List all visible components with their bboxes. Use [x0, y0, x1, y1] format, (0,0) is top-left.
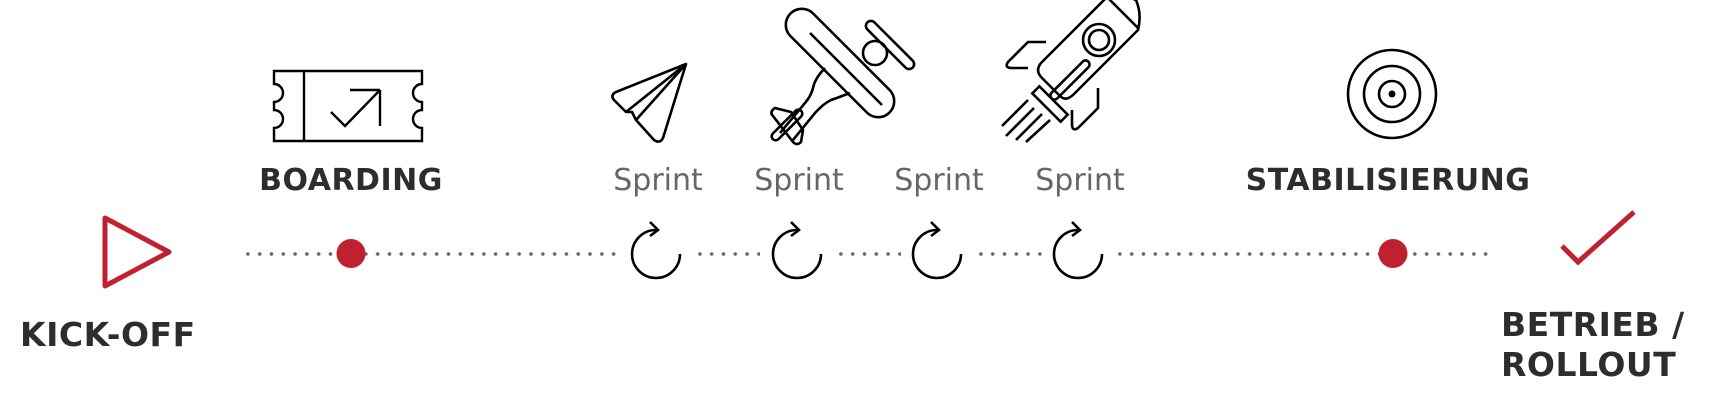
- kickoff-label: KICK-OFF: [20, 315, 196, 354]
- airplane-icon: [770, 7, 916, 146]
- cycle-arrow-icon: [1052, 221, 1104, 280]
- stabilisierung-label: STABILISIERUNG: [1245, 163, 1531, 198]
- target-icon: [1346, 48, 1438, 140]
- rollout-label-line1: BETRIEB /: [1501, 305, 1685, 344]
- checkmark-icon: [1560, 210, 1636, 266]
- timeline-segment: [835, 252, 901, 256]
- milestone-dot: [1378, 239, 1408, 268]
- paper-plane-icon: [611, 62, 688, 143]
- sprint-label: Sprint: [894, 163, 984, 198]
- boarding-label: BOARDING: [259, 163, 443, 198]
- sprint-label: Sprint: [754, 163, 844, 198]
- sprint-label: Sprint: [613, 163, 703, 198]
- timeline-segment: [694, 252, 760, 256]
- timeline-segment: [975, 252, 1045, 256]
- timeline-segment: [242, 252, 622, 256]
- cycle-arrow-icon: [911, 221, 963, 280]
- cycle-arrow-icon: [630, 221, 682, 280]
- rocket-icon: [1001, 0, 1141, 143]
- ticket-icon: [272, 69, 424, 143]
- cycle-arrow-icon: [771, 221, 823, 280]
- rollout-label: BETRIEB / ROLLOUT: [1501, 305, 1685, 385]
- sprint-label: Sprint: [1035, 163, 1125, 198]
- rollout-label-line2: ROLLOUT: [1501, 345, 1677, 384]
- play-triangle-icon: [102, 215, 172, 289]
- timeline-segment: [1114, 252, 1488, 256]
- milestone-dot: [336, 239, 366, 268]
